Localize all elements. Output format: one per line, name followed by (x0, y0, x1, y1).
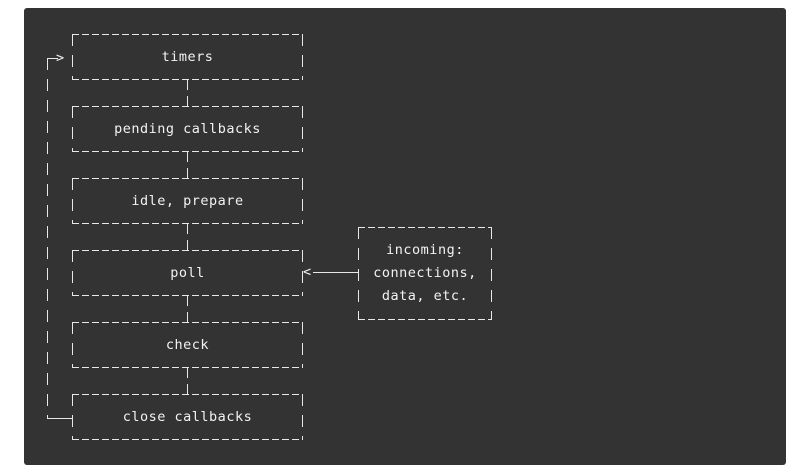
phase-connector (187, 224, 188, 250)
phase-connector (187, 152, 188, 178)
phase-connector (187, 296, 188, 322)
phase-box-pending-callbacks: pending callbacks (72, 106, 303, 152)
loop-line-bottom (47, 418, 73, 419)
phase-box-poll: poll (72, 250, 303, 296)
phase-label: idle, prepare (131, 193, 244, 209)
incoming-arrow-line (313, 272, 358, 273)
code-block: > timers pending callbacks idle, prepare… (24, 8, 786, 465)
incoming-box-line: connections, (373, 265, 477, 281)
loop-line-top (47, 58, 58, 59)
incoming-box-line: incoming: (386, 242, 464, 258)
phase-connector (187, 368, 188, 394)
loop-line-vertical (47, 58, 48, 419)
phase-label: timers (161, 49, 214, 65)
loop-arrowhead-icon: > (56, 50, 65, 66)
incoming-box: incoming: connections, data, etc. (358, 227, 492, 320)
phase-box-idle-prepare: idle, prepare (72, 178, 303, 224)
phase-box-check: check (72, 322, 303, 368)
phase-box-close-callbacks: close callbacks (72, 394, 303, 440)
incoming-arrowhead-icon: < (303, 264, 312, 280)
incoming-box-line: data, etc. (381, 288, 469, 304)
phase-label: pending callbacks (114, 121, 261, 137)
phase-box-timers: timers (72, 34, 303, 80)
phase-label: poll (170, 265, 205, 281)
phase-label: check (165, 337, 210, 353)
phase-label: close callbacks (122, 409, 253, 425)
phase-connector (187, 80, 188, 106)
